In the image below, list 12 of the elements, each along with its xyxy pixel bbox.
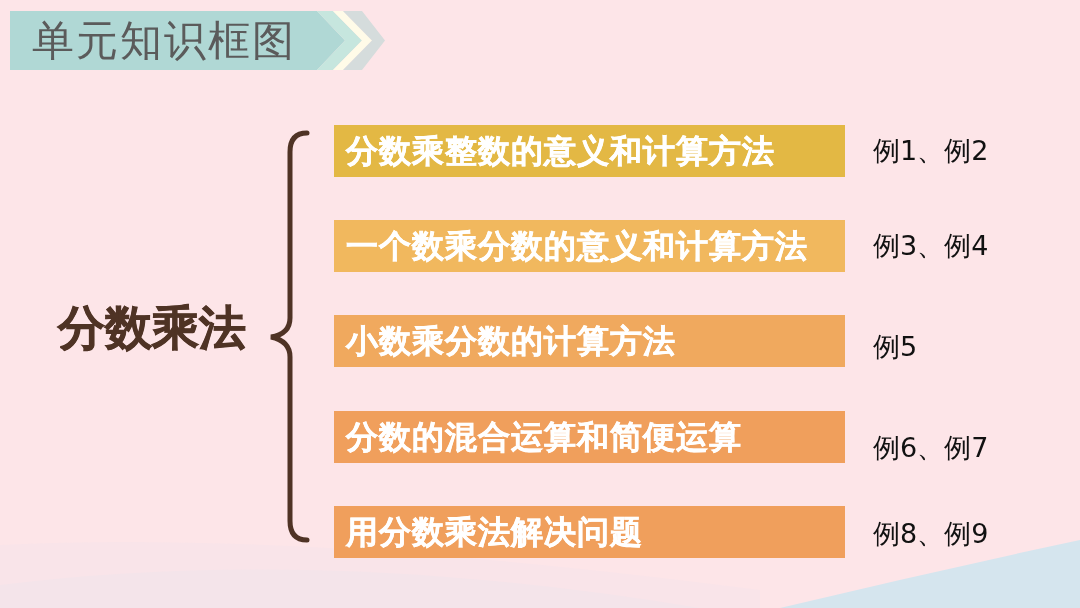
example-label: 例3、例4 — [873, 229, 989, 263]
topic-box: 小数乘分数的计算方法 — [334, 315, 845, 367]
example-label: 例1、例2 — [873, 134, 989, 168]
example-label: 例8、例9 — [873, 517, 989, 551]
topic-box: 用分数乘法解决问题 — [334, 506, 845, 558]
title-banner: 单元知识框图 — [10, 11, 385, 70]
topic-heading: 分数乘法 — [58, 300, 246, 356]
topic-box: 分数乘整数的意义和计算方法 — [334, 125, 845, 177]
example-label: 例6、例7 — [873, 431, 989, 465]
topic-box: 分数的混合运算和简便运算 — [334, 411, 845, 463]
topic-box: 一个数乘分数的意义和计算方法 — [334, 220, 845, 272]
example-label: 例5 — [873, 330, 918, 364]
